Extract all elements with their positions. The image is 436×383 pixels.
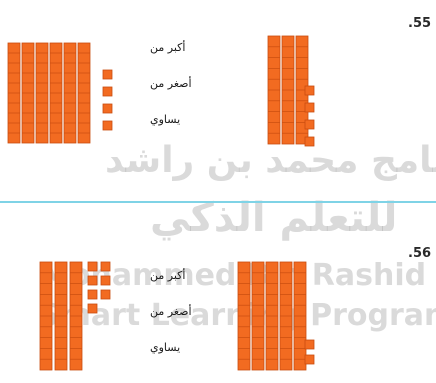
ones-cube bbox=[101, 262, 110, 271]
ones-cube bbox=[88, 262, 97, 271]
ones-cube bbox=[305, 355, 314, 364]
ones-cube bbox=[305, 86, 314, 95]
ones-cube bbox=[103, 104, 112, 113]
ones-cube bbox=[88, 276, 97, 285]
ones-cube bbox=[101, 290, 110, 299]
ones-cube bbox=[101, 276, 110, 285]
ones-cube bbox=[103, 87, 112, 96]
ones-cube bbox=[88, 304, 97, 313]
ones-cube bbox=[305, 120, 314, 129]
ones-cube bbox=[88, 290, 97, 299]
ones-cube bbox=[305, 340, 314, 349]
ones-cube bbox=[103, 70, 112, 79]
ones-cube bbox=[305, 137, 314, 146]
ones-cube bbox=[103, 121, 112, 130]
ones-cube bbox=[305, 103, 314, 112]
